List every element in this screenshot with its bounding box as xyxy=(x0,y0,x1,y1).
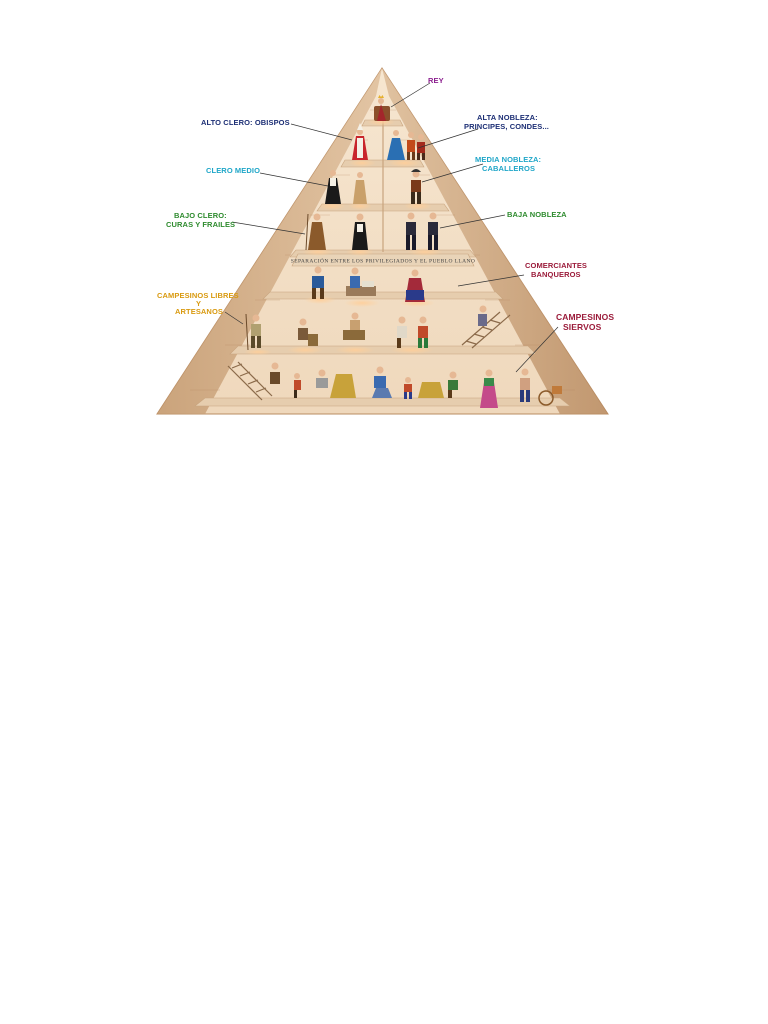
label-alta-nobleza-line1: ALTA NOBLEZA: xyxy=(477,113,538,122)
high-nobility-figures xyxy=(387,130,425,160)
label-comerciantes-line2: BANQUEROS xyxy=(531,270,581,279)
label-campesinos-libres-line2: Y xyxy=(196,299,201,308)
label-campesinos-siervos-line2: SIERVOS xyxy=(563,322,602,332)
label-clero-medio: CLERO MEDIO xyxy=(206,166,260,175)
label-bajo-clero-line2: CURAS Y FRAILES xyxy=(166,220,235,229)
label-media-nobleza-line2: CABALLEROS xyxy=(482,164,535,173)
label-alta-nobleza-line2: PRINCIPES, CONDES... xyxy=(464,122,549,131)
label-campesinos-siervos-line1: CAMPESINOS xyxy=(556,312,614,322)
label-baja-nobleza: BAJA NOBLEZA xyxy=(507,210,567,219)
labels: REY ALTO CLERO: OBISPOS ALTA NOBLEZA: PR… xyxy=(157,76,614,332)
merchants-figures xyxy=(312,266,425,302)
bishop-figure xyxy=(352,123,368,160)
label-campesinos-libres-line3: ARTESANOS xyxy=(175,307,223,316)
label-bajo-clero-line1: BAJO CLERO: xyxy=(174,211,227,220)
label-rey: REY xyxy=(428,76,444,85)
middle-clergy-figures xyxy=(325,170,367,204)
serfs-figures xyxy=(227,361,562,408)
label-alto-clero: ALTO CLERO: OBISPOS xyxy=(201,118,290,127)
low-nobility-figures xyxy=(406,212,438,250)
low-clergy-figures xyxy=(305,213,368,251)
label-comerciantes-line1: COMERCIANTES xyxy=(525,261,587,270)
leader-lines xyxy=(224,82,559,373)
separation-label: SEPARACIÓN ENTRE LOS PRIVILEGIADOS Y EL … xyxy=(291,257,476,265)
knight-figure xyxy=(411,169,421,204)
label-campesinos-libres-line1: CAMPESINOS LIBRES xyxy=(157,291,239,300)
king-figure xyxy=(374,95,390,121)
label-media-nobleza-line1: MEDIA NOBLEZA: xyxy=(475,155,541,164)
floor-lights xyxy=(244,118,443,355)
craftsmen-figures xyxy=(245,305,511,351)
